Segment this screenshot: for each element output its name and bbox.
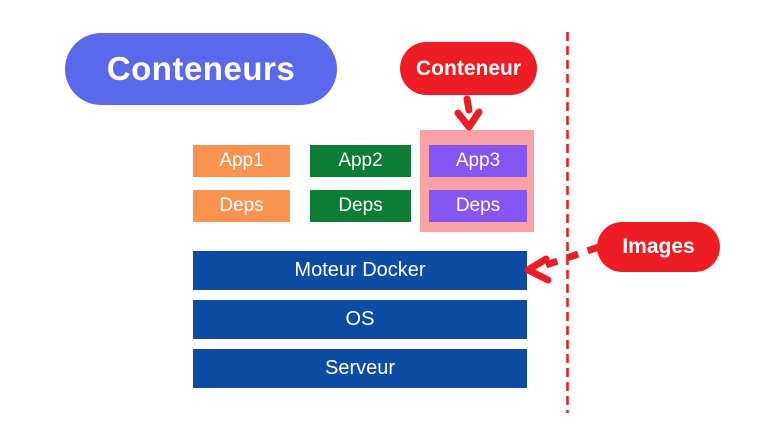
images-arrow-dash [541,243,601,270]
conteneur-callout-pill: Conteneur [400,42,537,95]
app1-label: App1 [219,150,264,171]
app2-box: App2 [310,145,411,177]
app3-label: App3 [455,150,501,171]
stack-layer-server-label: Serveur [324,357,396,379]
deps3-label: Deps [455,195,501,216]
deps1-label: Deps [219,195,264,216]
conteneur-callout-label: Conteneur [416,56,521,80]
title-label: Conteneurs [106,50,296,87]
conteneur-arrow-dash [463,95,473,114]
stack-layer-server: Serveur [193,349,527,388]
images-callout-pill: Images [597,222,720,272]
images-callout-label: Images [622,235,695,258]
images-arrow-head [524,255,552,284]
conteneur-arrow-head [454,108,483,131]
title-pill: Conteneurs [65,33,337,105]
app2-label: App2 [338,150,383,171]
stack-layer-docker-engine-label: Moteur Docker [294,259,426,281]
app3-box: App3 [429,145,527,177]
deps2-box: Deps [310,190,411,222]
deps3-box: Deps [429,190,527,222]
stack-layer-docker-engine: Moteur Docker [193,251,527,290]
stack-layer-os: OS [193,300,527,339]
deps2-label: Deps [338,195,383,216]
app1-box: App1 [193,145,290,177]
stack-layer-os-label: OS [345,308,375,330]
deps1-box: Deps [193,190,290,222]
